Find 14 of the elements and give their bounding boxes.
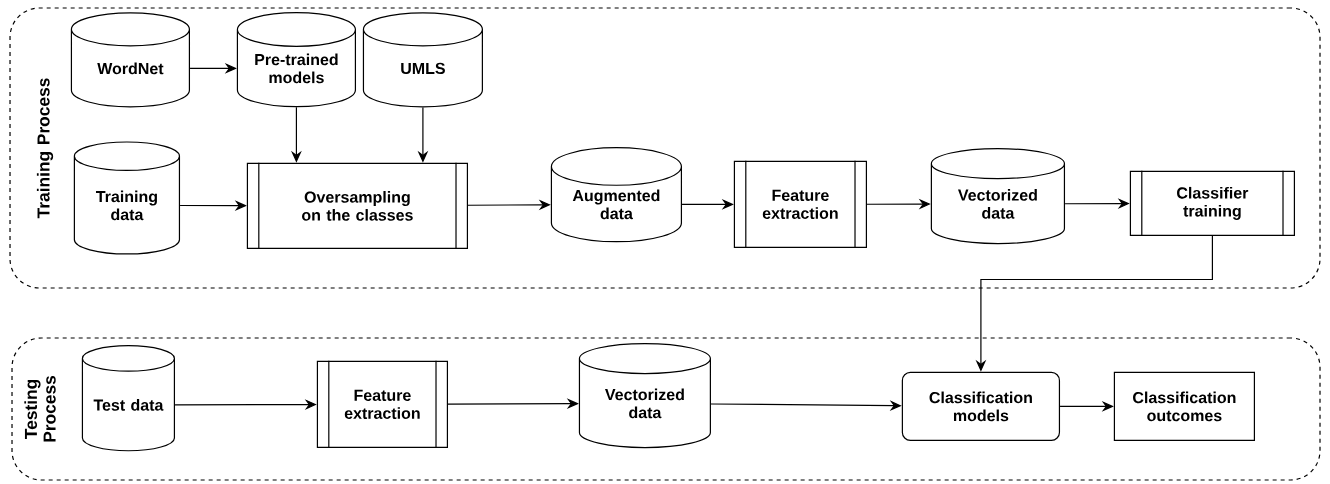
database-cylinder: Augmented data (550, 147, 682, 243)
database-cylinder: Vectorized data (578, 343, 711, 449)
database-cylinder: Training data (73, 141, 181, 255)
database-cylinder: Test data (81, 345, 175, 452)
rounded-box: Classification models (901, 371, 1061, 441)
database-cylinder: Pre-trained models (236, 12, 356, 108)
output-box: Classification outcomes (1113, 371, 1255, 441)
process-box: Classifier training (1129, 170, 1295, 237)
process-box: Feature extraction (733, 160, 867, 249)
database-cylinder: Vectorized data (930, 148, 1066, 245)
process-box: Oversampling on the classes (246, 162, 468, 250)
database-cylinder: UMLS (362, 12, 483, 108)
process-box: Feature extraction (316, 360, 448, 449)
database-cylinder: WordNet (70, 12, 190, 108)
